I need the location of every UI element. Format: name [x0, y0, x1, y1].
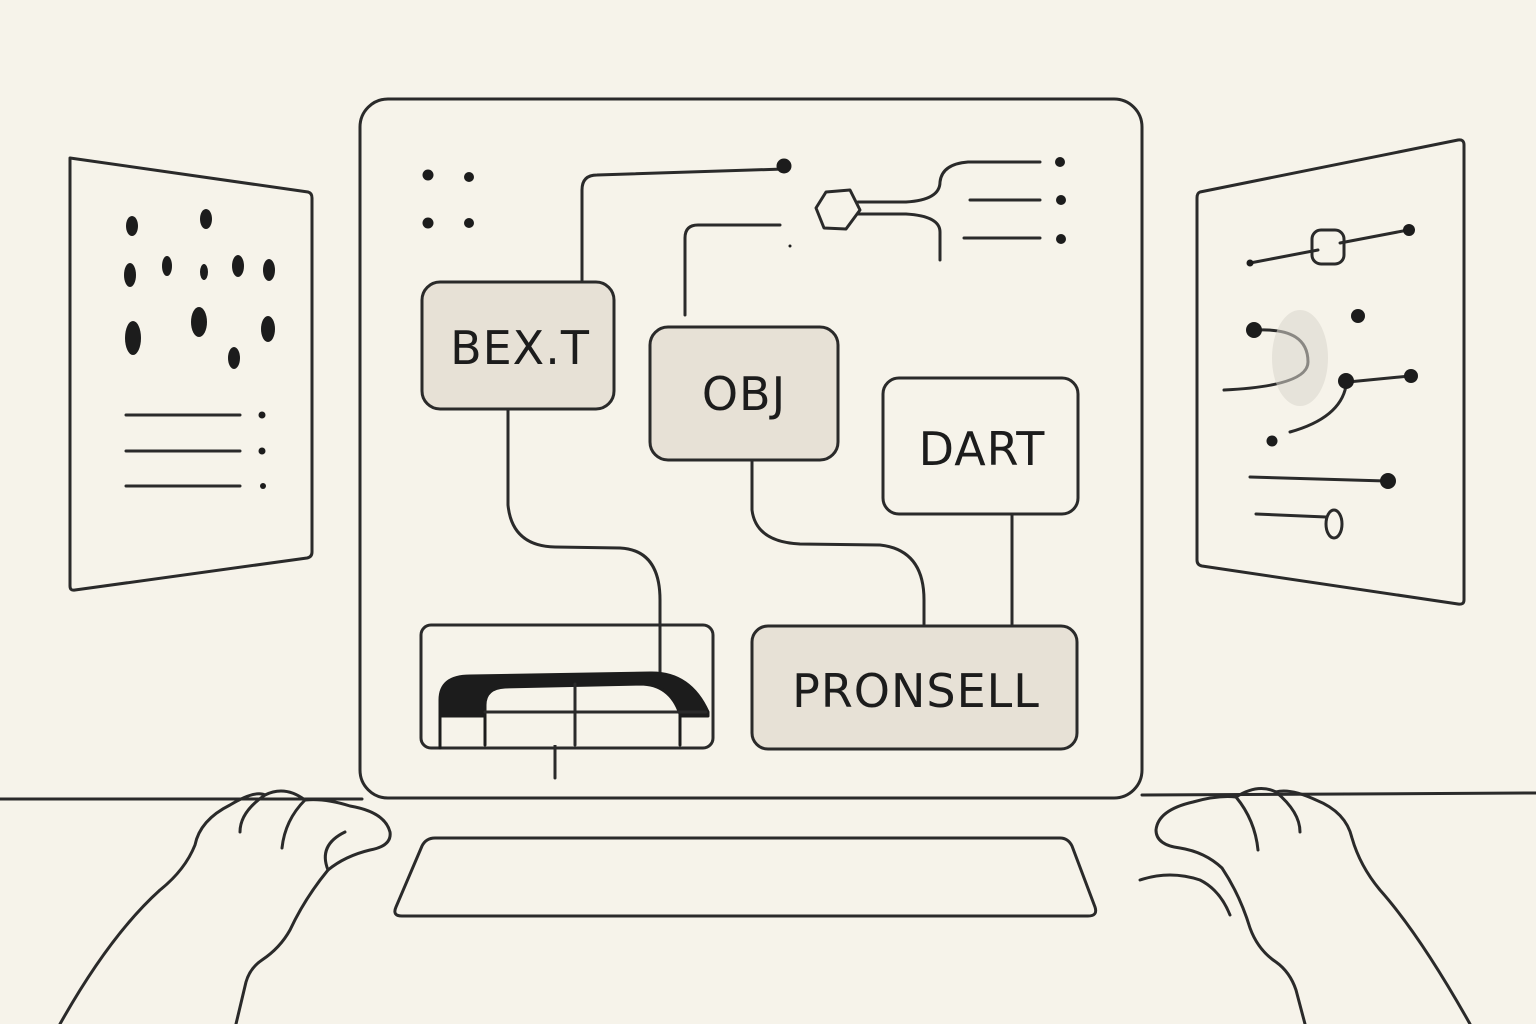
- toggle-switch-icon[interactable]: [438, 671, 710, 750]
- bottom-left-panel: [419, 623, 715, 750]
- node-bext[interactable]: [420, 280, 616, 411]
- left-panel: [68, 156, 314, 592]
- connectors: [506, 167, 1014, 780]
- node-pronsell[interactable]: [750, 624, 1079, 751]
- node-dart[interactable]: [881, 376, 1080, 516]
- right-hand: [1138, 786, 1472, 1024]
- dot-grid-icon: [422, 169, 474, 229]
- list-lines: [124, 413, 242, 488]
- node-obj-label: OBJ: [702, 367, 786, 421]
- node-obj[interactable]: [648, 325, 840, 462]
- node-dart-label: DART: [919, 422, 1046, 476]
- left-hand: [58, 789, 392, 1024]
- hub-node-icon: [814, 160, 1042, 262]
- droplet-pattern-icon: [124, 209, 275, 369]
- main-screen: [358, 97, 1144, 800]
- keyboard: [393, 836, 1098, 918]
- node-pronsell-label: PRONSELL: [792, 664, 1040, 718]
- right-panel: [1195, 138, 1466, 606]
- node-bext-label: BEX.T: [450, 321, 590, 375]
